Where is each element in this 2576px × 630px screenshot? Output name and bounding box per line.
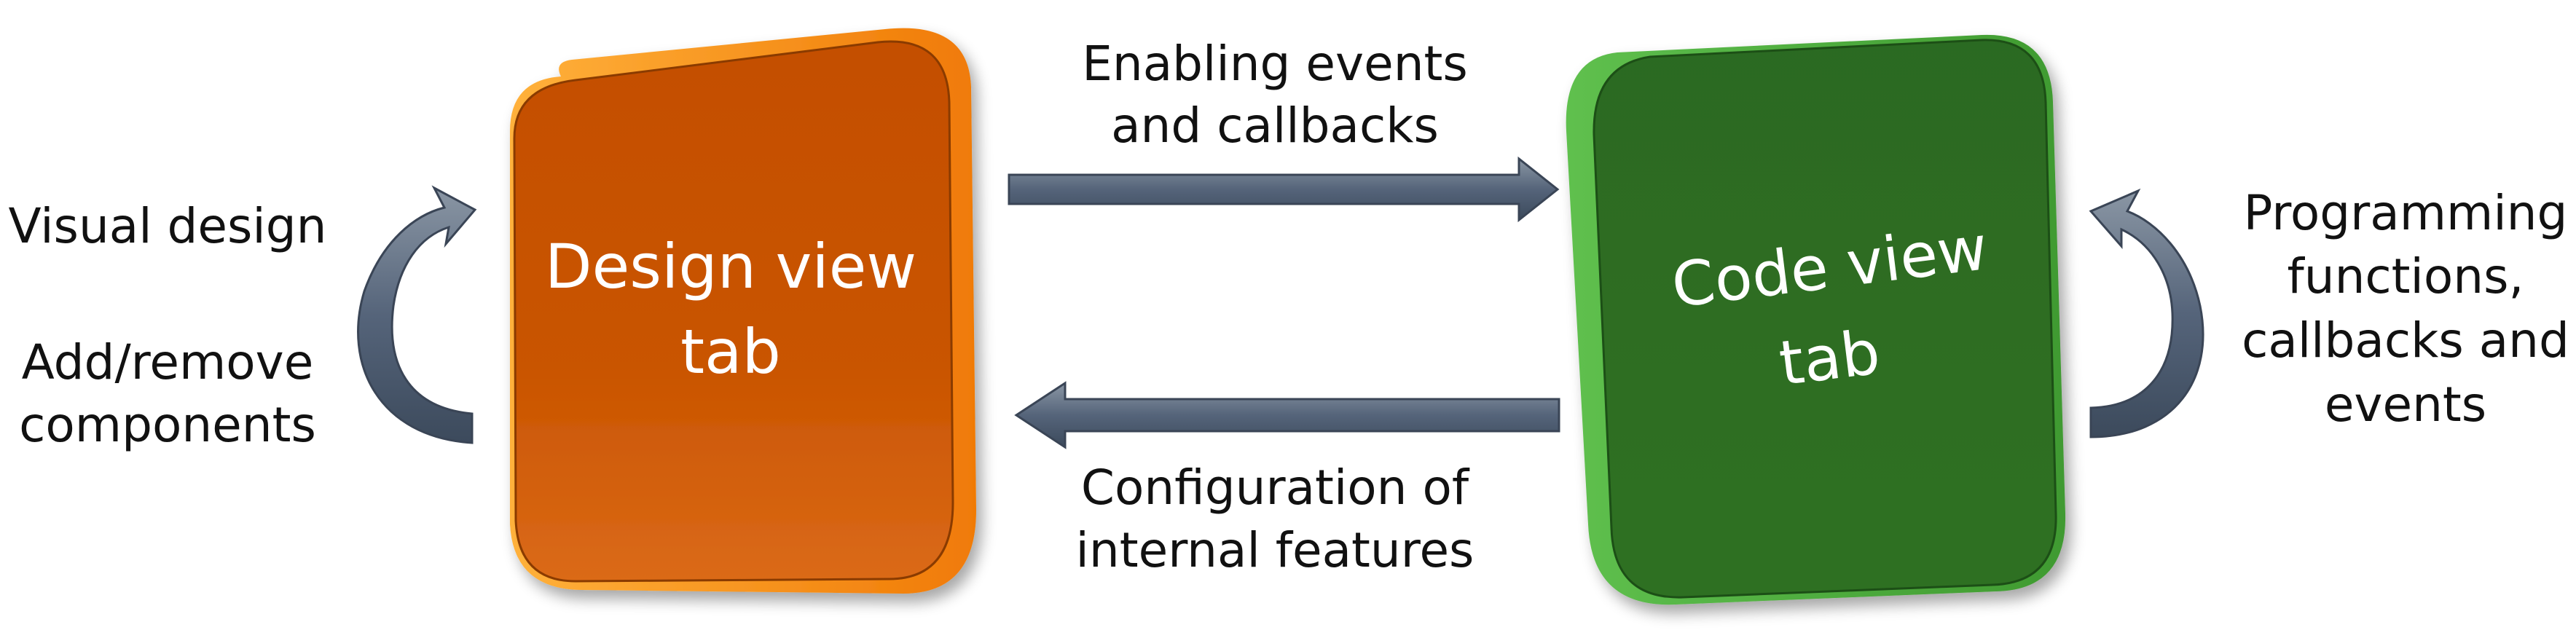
left-label-bottom-line1: Add/remove xyxy=(22,334,314,390)
arrow-left xyxy=(1014,381,1560,449)
design-view-block: Design view tab xyxy=(510,28,976,594)
right-label-line2: functions, xyxy=(2288,248,2524,304)
left-curved-arrow xyxy=(357,185,477,444)
code-block-face xyxy=(1593,39,2057,599)
left-label-bottom-line2: components xyxy=(19,397,316,453)
top-arrow-label-line1: Enabling events xyxy=(1082,36,1468,92)
bottom-arrow-label-line1: Configuration of xyxy=(1081,460,1470,516)
right-label-line1: Programming xyxy=(2244,185,2568,241)
bottom-arrow-label-line2: internal features xyxy=(1076,522,1474,578)
right-label-line4: events xyxy=(2325,377,2486,433)
code-block-line2: tab xyxy=(1775,316,1884,399)
right-label-line3: callbacks and xyxy=(2242,312,2569,369)
design-block-face xyxy=(513,40,954,583)
code-view-block: Code view tab xyxy=(1566,34,2066,605)
design-block-line2: tab xyxy=(680,316,781,387)
arrow-right xyxy=(1008,156,1560,223)
left-label-top: Visual design xyxy=(9,198,327,254)
top-arrow-label-line2: and callbacks xyxy=(1111,98,1439,154)
right-curved-arrow xyxy=(2089,188,2204,438)
design-block-line1: Design view xyxy=(545,231,916,302)
